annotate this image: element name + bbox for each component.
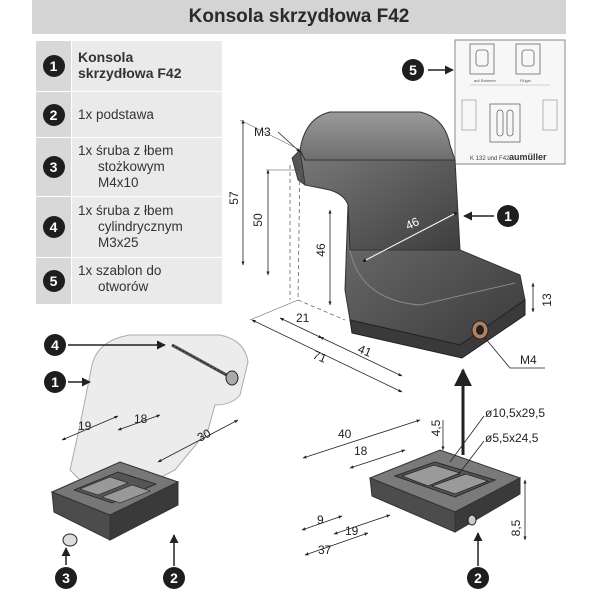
dim-slot2: ø5,5x24,5 [485,431,539,445]
dim-71: 71 [311,348,329,366]
part-4-line-b: cylindrycznym [98,219,183,234]
part-row-4: 4 1x śruba z łbem cylindrycznym M3x25 [36,197,222,258]
dim-21: 21 [296,311,310,325]
part-5-line-b: otworów [98,279,149,294]
dim-18-base: 18 [354,444,368,458]
dim-37: 37 [318,543,332,557]
part-1-line-a: Konsola [78,49,134,65]
callout-5-top-label: 5 [409,62,417,78]
dim-57: 57 [227,191,241,205]
assembly-view [50,334,249,547]
page-title: Konsola skrzydłowa F42 [32,0,566,34]
callout-4-label: 4 [51,337,59,353]
dim-slot1: ø10,5x29,5 [485,406,545,420]
part-4-line-a: śruba z łbem [96,203,174,218]
callout-1-left [44,371,66,393]
badge-1: 1 [42,55,65,77]
callout-2-right [467,567,489,589]
callout-4 [44,334,66,356]
part-3-line-a: śruba z łbem [96,143,174,158]
part-3-line-c: M4x10 [98,175,139,190]
dim-m4: M4 [520,353,537,367]
part-4-qty: 1x [78,203,93,218]
part-1-line-b: skrzydłowa F42 [78,65,182,81]
dim-40: 40 [338,427,352,441]
badge-3: 3 [42,156,65,178]
hole-template: auf Rahmen Flügel K 132 und F42 aumüller [454,39,566,165]
part-5-text: 1x szablon do otworów [71,258,222,304]
template-caption: K 132 und F42 [470,156,510,162]
dim-8-5: 8,5 [509,519,523,536]
dim-46-d: 46 [403,214,421,232]
badge-4: 4 [42,216,65,238]
title-text: Konsola skrzydłowa F42 [188,6,410,27]
dim-9: 9 [317,513,324,527]
callout-2-right-label: 2 [474,570,482,586]
dim-18-left: 18 [134,412,148,426]
part-4-text: 1x śruba z łbem cylindrycznym M3x25 [71,197,222,257]
dim-46-v: 46 [314,243,328,257]
dim-19-base: 19 [345,524,359,538]
console-bracket [289,111,526,359]
dim-30: 30 [195,426,214,445]
dim-4-5: 4,5 [429,419,443,436]
base-plate [368,449,522,533]
screw-m4x10 [62,533,78,547]
template-brand: aumüller [509,152,547,162]
part-2-qty: 1x [78,106,93,122]
callout-1-left-label: 1 [51,374,59,390]
part-row-2: 2 1x podstawa [36,92,222,138]
dim-13: 13 [540,293,554,307]
template-label-b: Flügel [520,78,531,83]
part-row-3: 3 1x śruba z łbem stożkowym M4x10 [36,138,222,197]
part-row-5: 5 1x szablon do otworów [36,258,222,305]
dim-50: 50 [251,213,265,227]
callout-1-right [497,205,519,227]
part-row-1: 1 Konsola skrzydłowa F42 [36,41,222,92]
callout-2-left [163,567,185,589]
part-2-text: 1x podstawa [71,92,222,137]
badge-2: 2 [42,103,65,126]
part-5-qty: 1x [78,263,93,278]
part-3-line-b: stożkowym [98,159,165,174]
part-1-text: Konsola skrzydłowa F42 [71,41,222,91]
callout-5-top [402,59,424,81]
dim-41: 41 [356,342,374,360]
callout-2-left-label: 2 [170,570,178,586]
part-4-line-c: M3x25 [98,235,139,250]
part-3-text: 1x śruba z łbem stożkowym M4x10 [71,138,222,196]
callout-1-right-label: 1 [504,208,512,224]
callout-3-label: 3 [62,570,70,586]
part-3-qty: 1x [78,143,93,158]
template-label-a: auf Rahmen [474,78,496,83]
callout-3 [55,567,77,589]
part-2-desc: podstawa [96,106,154,122]
dim-19-left: 19 [78,419,92,433]
dim-m3: M3 [254,125,271,139]
parts-table: 1 Konsola skrzydłowa F42 2 1x podstawa 3… [36,41,222,305]
badge-5: 5 [42,270,65,292]
part-5-line-a: szablon do [96,263,162,278]
